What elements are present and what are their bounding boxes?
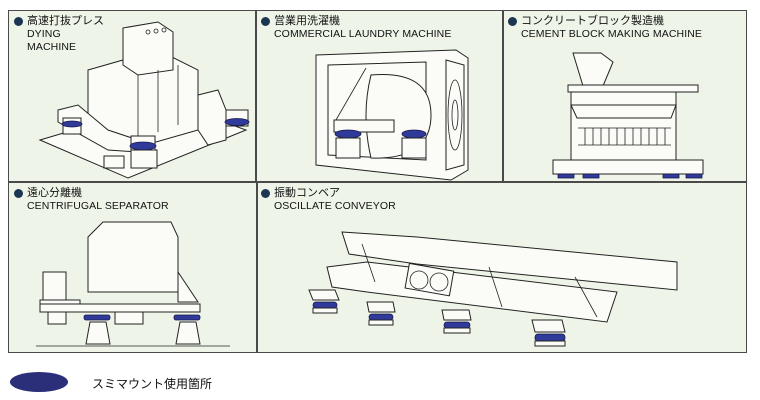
laundry-machine-illustration <box>315 49 469 181</box>
legend-label: スミマウント使用箇所 <box>92 377 213 391</box>
title-en-line1: CEMENT BLOCK MAKING MACHINE <box>521 28 703 40</box>
mount-1 <box>557 173 575 179</box>
panel-title: 高速打抜プレス DYING MACHINE <box>14 15 104 54</box>
bullet-icon <box>14 17 23 26</box>
mount-1 <box>83 314 111 321</box>
bullet-icon <box>14 189 23 198</box>
title-jp: 振動コンベア <box>274 187 340 199</box>
mount-1 <box>334 129 362 139</box>
panel-laundry-machine: 営業用洗濯機 COMMERCIAL LAUNDRY MACHINE <box>256 10 502 181</box>
mount-2 <box>129 141 157 151</box>
mount-2 <box>173 314 201 321</box>
title-en-line1: COMMERCIAL LAUNDRY MACHINE <box>274 28 452 40</box>
panel-title: 振動コンベア OSCILLATE CONVEYOR <box>261 187 396 213</box>
title-en-line1: OSCILLATE CONVEYOR <box>274 200 396 212</box>
panel-title: 営業用洗濯機 COMMERCIAL LAUNDRY MACHINE <box>261 15 451 41</box>
mount-3 <box>443 321 471 329</box>
oscillate-conveyor-illustration <box>308 231 678 347</box>
dying-machine-illustration <box>38 21 250 179</box>
bullet-icon <box>261 189 270 198</box>
mount-4 <box>534 333 566 342</box>
title-en-line1: DYING <box>27 28 61 40</box>
panel-dying-machine: 高速打抜プレス DYING MACHINE <box>8 10 255 181</box>
panel-title: コンクリートブロック製造機 CEMENT BLOCK MAKING MACHIN… <box>508 15 702 41</box>
mount-2 <box>401 129 427 139</box>
mount-1 <box>312 301 338 309</box>
mount-4 <box>685 173 703 179</box>
mount-3 <box>224 118 250 126</box>
mount-1 <box>61 120 83 128</box>
divider-vertical-top-1 <box>255 10 257 182</box>
title-en-line1: CENTRIFUGAL SEPARATOR <box>27 200 169 212</box>
panel-centrifugal-separator: 遠心分離機 CENTRIFUGAL SEPARATOR <box>8 182 256 353</box>
title-jp: 遠心分離機 <box>27 187 82 199</box>
cement-machine-illustration <box>552 52 704 179</box>
bullet-icon <box>508 17 517 26</box>
divider-vertical-top-2 <box>502 10 504 182</box>
panel-oscillate-conveyor: 振動コンベア OSCILLATE CONVEYOR <box>257 182 747 353</box>
title-jp: コンクリートブロック製造機 <box>521 15 664 27</box>
title-jp: 営業用洗濯機 <box>274 15 340 27</box>
divider-vertical-bottom <box>256 181 258 353</box>
title-jp: 高速打抜プレス <box>27 15 104 27</box>
mount-3 <box>662 173 680 179</box>
bullet-icon <box>261 17 270 26</box>
mount-2 <box>368 313 394 321</box>
divider-horizontal <box>8 181 747 183</box>
mount-2 <box>582 173 600 179</box>
title-en-line2: MACHINE <box>27 41 77 53</box>
centrifugal-separator-illustration <box>36 221 230 347</box>
legend-mount-swatch <box>10 372 68 392</box>
panel-title: 遠心分離機 CENTRIFUGAL SEPARATOR <box>14 187 169 213</box>
panel-cement-block-machine: コンクリートブロック製造機 CEMENT BLOCK MAKING MACHIN… <box>503 10 747 181</box>
